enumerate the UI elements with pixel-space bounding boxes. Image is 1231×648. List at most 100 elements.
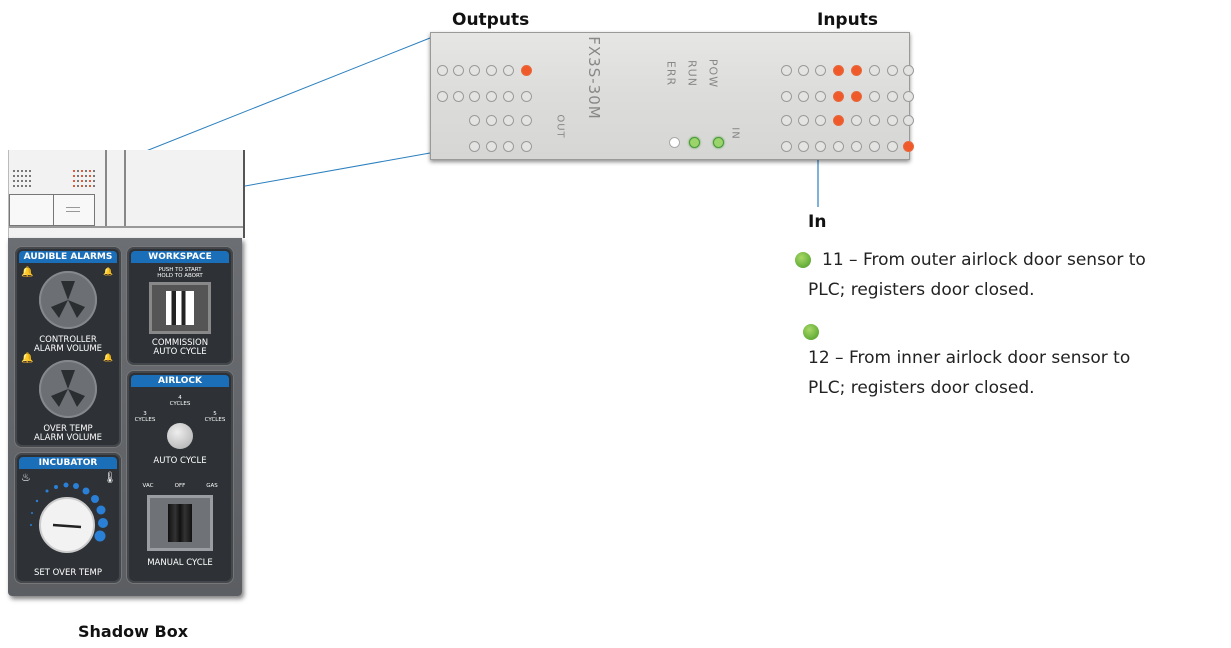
input-led — [869, 141, 880, 152]
cabinet-dot — [21, 185, 23, 187]
incubator-title: INCUBATOR — [19, 457, 117, 469]
err-led — [669, 137, 680, 148]
cabinet-dot — [25, 185, 27, 187]
manual-cycle-label: MANUAL CYCLE — [147, 558, 213, 568]
cabinet-dot — [81, 170, 83, 172]
cabinet-dot — [13, 185, 15, 187]
input-led — [781, 91, 792, 102]
controller-label-2: ALARM VOLUME — [33, 344, 103, 354]
output-led — [486, 115, 497, 126]
off-label: OFF — [174, 483, 186, 489]
output-led — [437, 65, 448, 76]
output-led — [521, 141, 532, 152]
cabinet-dot — [85, 180, 87, 182]
shadow-box: AUDIBLE ALARMS 🔔 🔔 CONTROLLER ALARM VOLU… — [0, 150, 245, 598]
airlock-title: AIRLOCK — [131, 375, 229, 387]
plc-box-left — [9, 194, 55, 226]
input-led — [781, 141, 792, 152]
output-led — [503, 115, 514, 126]
input-led — [815, 91, 826, 102]
output-led — [521, 91, 532, 102]
input-led — [851, 91, 862, 102]
auto-cycle-knob[interactable] — [167, 423, 193, 449]
input-led — [887, 91, 898, 102]
workspace-title: WORKSPACE — [131, 251, 229, 263]
outputs-heading: Outputs — [452, 10, 530, 30]
airlock-c5-num: 5 — [213, 411, 217, 417]
overtemp-loud-icon: 🔔 — [21, 353, 34, 364]
input-led — [798, 115, 809, 126]
cabinet-dot — [81, 180, 83, 182]
audible-alarms-panel: AUDIBLE ALARMS 🔔 🔔 CONTROLLER ALARM VOLU… — [14, 246, 122, 448]
cabinet-dot — [29, 185, 31, 187]
input-led — [815, 115, 826, 126]
cabinet-dot — [25, 180, 27, 182]
plc-box-right — [53, 194, 95, 226]
workspace-label-1: COMMISSION — [151, 338, 209, 348]
auto-cycle-label: AUTO CYCLE — [153, 456, 207, 466]
legend-item-12: 12 – From inner airlock door sensor to P… — [808, 343, 1130, 403]
incubator-panel: INCUBATOR ♨ 🌡 SET OVER TEMP — [14, 452, 122, 584]
legend-bullet-11 — [795, 252, 811, 268]
knob-fan-icon — [51, 281, 85, 318]
thermometer-icon: 🌡 — [103, 472, 117, 484]
input-led — [815, 141, 826, 152]
output-led — [521, 115, 532, 126]
manual-cycle-switch[interactable] — [147, 495, 213, 551]
workspace-label-2: AUTO CYCLE — [153, 347, 207, 357]
cabinet-dot — [17, 175, 19, 177]
overtemp-alarm-volume-knob[interactable] — [39, 360, 97, 418]
output-led — [469, 141, 480, 152]
input-led — [903, 141, 914, 152]
cabinet-dot — [85, 175, 87, 177]
cabinet-dot — [77, 175, 79, 177]
input-led — [851, 65, 862, 76]
input-led — [798, 91, 809, 102]
cabinet-dot — [93, 175, 95, 177]
legend-item-12-line1: 12 – From inner airlock door sensor to — [808, 348, 1131, 368]
input-led — [798, 65, 809, 76]
cabinet-dot — [73, 180, 75, 182]
input-led — [887, 65, 898, 76]
input-led — [869, 115, 880, 126]
cabinet-dot — [73, 185, 75, 187]
input-led — [833, 91, 844, 102]
cabinet-dot — [77, 185, 79, 187]
cabinet-dot — [93, 180, 95, 182]
overtemp-label: OVER TEMP — [43, 424, 93, 434]
vac-label: VAC — [142, 483, 154, 489]
heat-waves-icon: ♨ — [21, 472, 31, 484]
input-led — [903, 91, 914, 102]
output-led — [521, 65, 532, 76]
gas-label: GAS — [206, 483, 218, 489]
cabinet-dot — [81, 185, 83, 187]
output-led — [503, 91, 514, 102]
output-led — [486, 91, 497, 102]
cabinet-dot — [77, 180, 79, 182]
input-led — [815, 65, 826, 76]
input-led — [887, 141, 898, 152]
airlock-c3-num: 3 — [143, 411, 147, 417]
input-led — [869, 65, 880, 76]
commission-auto-cycle-button[interactable] — [149, 282, 211, 334]
workspace-panel: WORKSPACE PUSH TO START HOLD TO ABORT CO… — [126, 246, 234, 366]
shadow-box-caption: Shadow Box — [78, 622, 189, 641]
cabinet-dot — [93, 185, 95, 187]
output-led — [453, 65, 464, 76]
cabinet-dot — [17, 185, 19, 187]
input-led — [887, 115, 898, 126]
input-led — [833, 141, 844, 152]
knob-fan-icon — [51, 370, 85, 407]
cabinet-dot — [29, 180, 31, 182]
input-led — [903, 65, 914, 76]
output-led — [486, 141, 497, 152]
output-led — [503, 65, 514, 76]
controller-alarm-volume-knob[interactable] — [39, 271, 97, 329]
run-led — [689, 137, 700, 148]
over-temp-dial — [30, 482, 108, 553]
output-led — [437, 91, 448, 102]
legend-bullet-12 — [803, 324, 819, 340]
workspace-hint-1: PUSH TO START — [158, 267, 202, 273]
cabinet-dot — [89, 175, 91, 177]
cabinet-dot — [89, 180, 91, 182]
